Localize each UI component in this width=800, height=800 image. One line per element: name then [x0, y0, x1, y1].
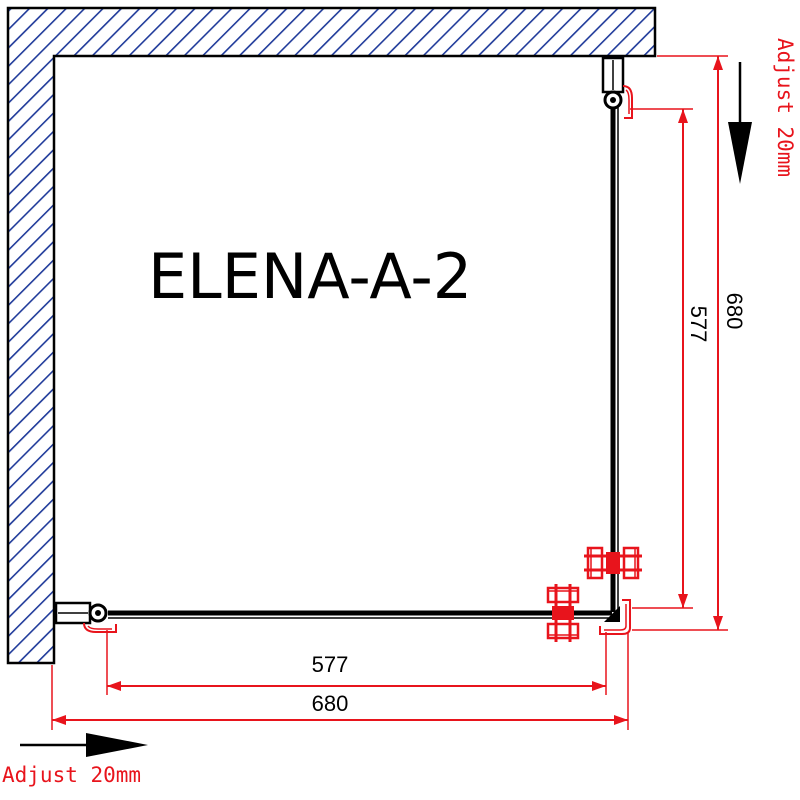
- right-inner-dimension-label: 577: [686, 306, 711, 343]
- arrow-down-icon: [728, 62, 752, 184]
- right-glass-panel: [610, 88, 619, 612]
- bottom-outer-dimension-label: 680: [312, 691, 349, 716]
- right-outer-dimension-label: 680: [722, 293, 747, 330]
- right-dimensions: [630, 55, 728, 631]
- left-wall-profile: [54, 601, 117, 633]
- bottom-inner-dimension-label: 577: [312, 652, 349, 677]
- bottom-dimensions: [51, 630, 629, 730]
- bottom-adjust-label: Adjust 20mm: [2, 763, 141, 787]
- right-adjust-label: Adjust 20mm: [773, 38, 797, 177]
- arrow-right-icon: [20, 733, 148, 757]
- hatched-wall: [6, 6, 657, 665]
- handle-right-panel: [584, 546, 642, 580]
- top-wall-profile: [601, 56, 633, 119]
- model-title: ELENA-A-2: [148, 240, 472, 313]
- handle-bottom-panel: [546, 584, 580, 642]
- bottom-glass-panel: [108, 610, 612, 619]
- wall-group: [6, 6, 657, 665]
